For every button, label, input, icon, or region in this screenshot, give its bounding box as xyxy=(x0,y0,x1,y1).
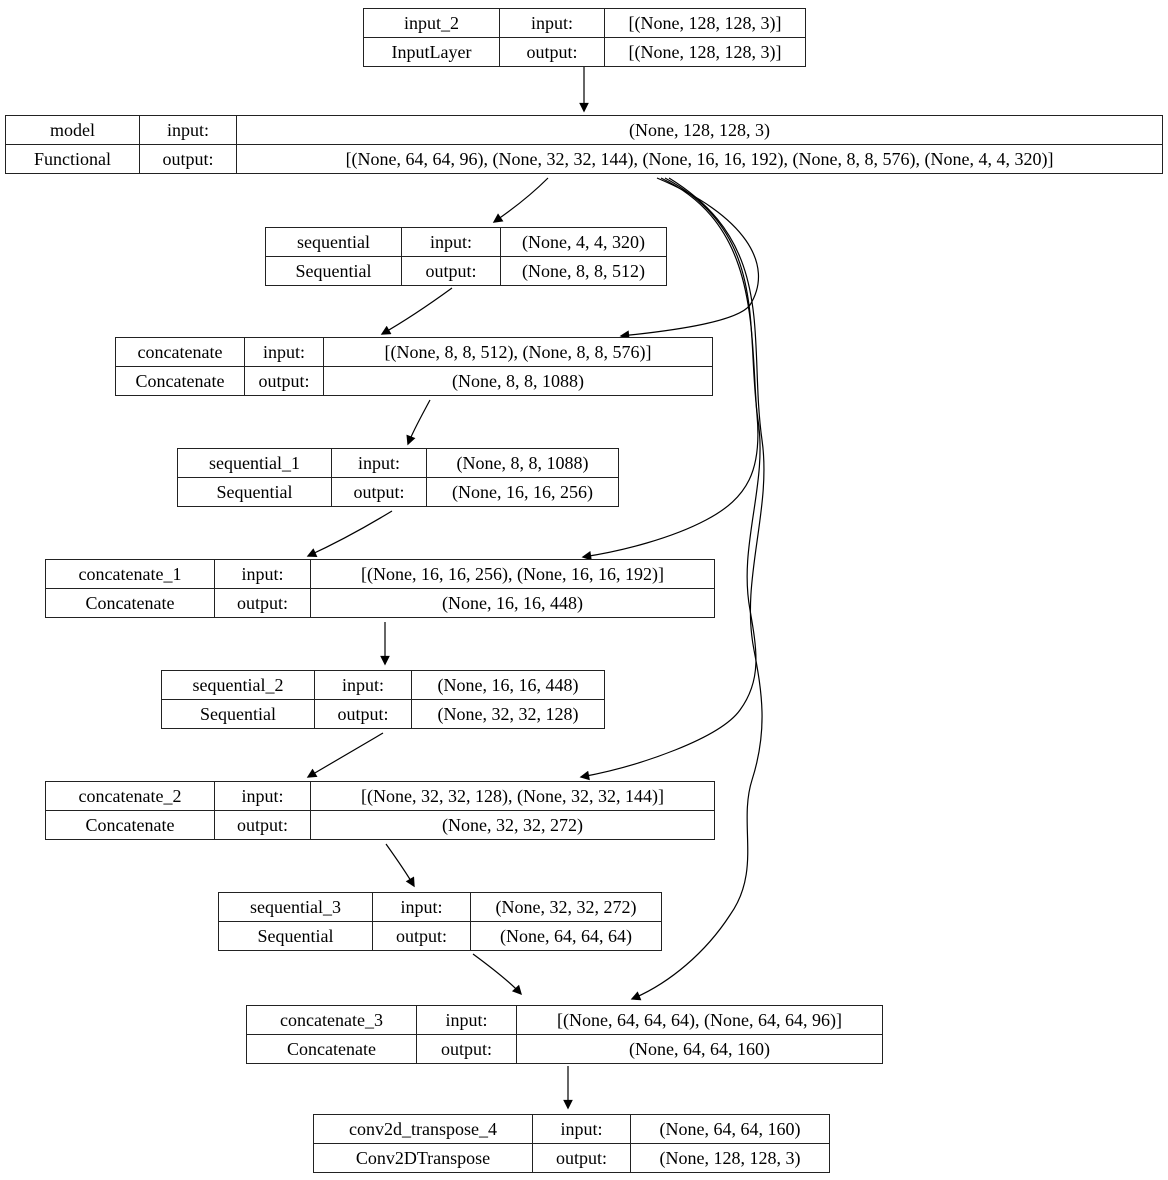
layer-node-conv2d_transpose_4: conv2d_transpose_4 input: (None, 64, 64,… xyxy=(313,1114,830,1173)
edge-model-to-sequential xyxy=(492,177,549,223)
layer-type: Sequential xyxy=(265,256,402,286)
input-label: input: xyxy=(314,670,412,700)
output-shape: (None, 128, 128, 3) xyxy=(630,1143,830,1173)
input-label: input: xyxy=(372,892,471,922)
output-shape: (None, 16, 16, 448) xyxy=(310,588,715,618)
input-label: input: xyxy=(244,337,324,367)
output-label: output: xyxy=(314,699,412,729)
layer-node-concatenate_3: concatenate_3 input: [(None, 64, 64, 64)… xyxy=(246,1005,883,1064)
output-label: output: xyxy=(214,588,311,618)
layer-type: Sequential xyxy=(177,477,332,507)
layer-type: Concatenate xyxy=(246,1034,417,1064)
output-shape: (None, 32, 32, 272) xyxy=(310,810,715,840)
output-shape: [(None, 128, 128, 3)] xyxy=(604,37,806,67)
layer-name: concatenate_3 xyxy=(246,1005,417,1035)
layer-name: conv2d_transpose_4 xyxy=(313,1114,533,1144)
layer-type: Concatenate xyxy=(45,588,215,618)
layer-name: sequential xyxy=(265,227,402,257)
output-shape: (None, 8, 8, 512) xyxy=(500,256,667,286)
layer-node-model: model input: (None, 128, 128, 3) Functio… xyxy=(5,115,1163,174)
edge-sequential_3-to-concatenate_3 xyxy=(472,953,522,996)
output-label: output: xyxy=(214,810,311,840)
input-shape: (None, 32, 32, 272) xyxy=(470,892,662,922)
output-label: output: xyxy=(372,921,471,951)
output-shape: (None, 8, 8, 1088) xyxy=(323,366,713,396)
layer-name: sequential_2 xyxy=(161,670,315,700)
input-label: input: xyxy=(416,1005,517,1035)
edge-model-to-concatenate_3 xyxy=(630,177,765,1001)
output-shape: (None, 64, 64, 160) xyxy=(516,1034,883,1064)
input-shape: [(None, 64, 64, 64), (None, 64, 64, 96)] xyxy=(516,1005,883,1035)
output-label: output: xyxy=(532,1143,631,1173)
input-label: input: xyxy=(214,781,311,811)
output-shape: [(None, 64, 64, 96), (None, 32, 32, 144)… xyxy=(236,144,1163,174)
output-label: output: xyxy=(401,256,501,286)
layer-name: concatenate_1 xyxy=(45,559,215,589)
input-shape: (None, 128, 128, 3) xyxy=(236,115,1163,145)
layer-type: Sequential xyxy=(218,921,373,951)
output-label: output: xyxy=(139,144,237,174)
layer-node-sequential_3: sequential_3 input: (None, 32, 32, 272) … xyxy=(218,892,662,951)
layer-name: sequential_3 xyxy=(218,892,373,922)
input-label: input: xyxy=(532,1114,631,1144)
layer-type: Sequential xyxy=(161,699,315,729)
input-label: input: xyxy=(499,8,605,38)
layer-node-concatenate_2: concatenate_2 input: [(None, 32, 32, 128… xyxy=(45,781,715,840)
input-shape: (None, 64, 64, 160) xyxy=(630,1114,830,1144)
edge-sequential_2-to-concatenate_2 xyxy=(306,732,384,778)
input-shape: [(None, 8, 8, 512), (None, 8, 8, 576)] xyxy=(323,337,713,367)
layer-name: concatenate_2 xyxy=(45,781,215,811)
output-shape: (None, 16, 16, 256) xyxy=(426,477,619,507)
layer-type: Conv2DTranspose xyxy=(313,1143,533,1173)
input-label: input: xyxy=(401,227,501,257)
layer-name: sequential_1 xyxy=(177,448,332,478)
input-shape: (None, 4, 4, 320) xyxy=(500,227,667,257)
input-label: input: xyxy=(139,115,237,145)
output-label: output: xyxy=(416,1034,517,1064)
input-shape: [(None, 32, 32, 128), (None, 32, 32, 144… xyxy=(310,781,715,811)
layer-name: input_2 xyxy=(363,8,500,38)
edge-model-to-concatenate_2 xyxy=(579,177,761,781)
output-shape: (None, 64, 64, 64) xyxy=(470,921,662,951)
layer-name: concatenate xyxy=(115,337,245,367)
layer-name: model xyxy=(5,115,140,145)
edge-model-to-concatenate_1 xyxy=(581,177,759,561)
input-label: input: xyxy=(214,559,311,589)
layer-node-sequential_1: sequential_1 input: (None, 8, 8, 1088) S… xyxy=(177,448,619,507)
layer-type: Functional xyxy=(5,144,140,174)
edge-concatenate-to-sequential_1 xyxy=(406,399,431,446)
layer-node-input_2: input_2 input: [(None, 128, 128, 3)] Inp… xyxy=(363,8,806,67)
layer-node-concatenate: concatenate input: [(None, 8, 8, 512), (… xyxy=(115,337,713,396)
input-shape: (None, 16, 16, 448) xyxy=(411,670,605,700)
input-shape: [(None, 128, 128, 3)] xyxy=(604,8,806,38)
input-shape: (None, 8, 8, 1088) xyxy=(426,448,619,478)
output-label: output: xyxy=(331,477,427,507)
output-label: output: xyxy=(499,37,605,67)
edge-sequential-to-concatenate xyxy=(380,287,453,335)
layer-type: Concatenate xyxy=(115,366,245,396)
input-label: input: xyxy=(331,448,427,478)
input-shape: [(None, 16, 16, 256), (None, 16, 16, 192… xyxy=(310,559,715,589)
edge-concatenate_2-to-sequential_3 xyxy=(385,843,415,888)
layer-type: InputLayer xyxy=(363,37,500,67)
layer-node-sequential_2: sequential_2 input: (None, 16, 16, 448) … xyxy=(161,670,605,729)
edge-sequential_1-to-concatenate_1 xyxy=(306,510,393,557)
output-label: output: xyxy=(244,366,324,396)
layer-node-sequential: sequential input: (None, 4, 4, 320) Sequ… xyxy=(265,227,667,286)
output-shape: (None, 32, 32, 128) xyxy=(411,699,605,729)
layer-node-concatenate_1: concatenate_1 input: [(None, 16, 16, 256… xyxy=(45,559,715,618)
layer-type: Concatenate xyxy=(45,810,215,840)
